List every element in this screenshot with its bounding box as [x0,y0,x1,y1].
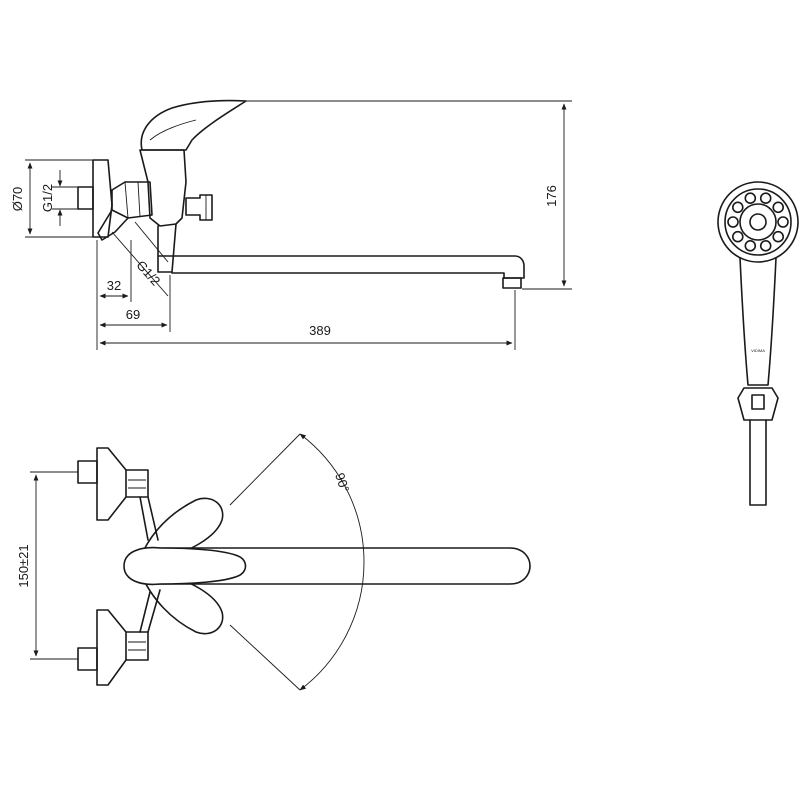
wall-flange-bottom [96,609,127,686]
nozzle [731,230,744,243]
handle-ghost-upper [139,497,224,561]
dim-spout-length-label: 389 [309,323,331,338]
connector-nut [111,181,153,219]
side-view: 176 Ø70 G1/2 G1/2 32 [10,99,572,350]
top-view: 90° 150±21 [16,433,531,691]
dim-centre-distance: 150±21 [16,471,78,660]
dim-diameter-label: Ø70 [10,187,25,212]
spout-side [157,255,525,279]
dim-offset-32-label: 32 [107,278,121,293]
swivel-arc [299,433,365,691]
dim-thread-inlet: G1/2 [40,170,78,226]
handle-lever [140,99,247,151]
dim-spout-length: 389 [99,290,516,350]
dim-angle-label: 90° [332,471,352,494]
inlet-stub [77,186,94,210]
aerator [502,277,522,289]
dim-height: 176 [246,100,572,290]
shower-holder [737,387,779,421]
nozzle [759,192,772,204]
shower-head: VIDIMA [717,181,799,506]
nozzle [744,192,757,204]
dim-height-label: 176 [544,185,559,207]
nozzle [772,201,785,214]
dim-offset-69: 69 [99,275,171,332]
nozzle-ring [727,192,789,252]
nozzle [777,216,789,228]
valve-body [139,149,187,227]
nozzle [744,240,757,252]
spout-top [149,547,531,585]
shower-hose [749,419,767,506]
diverter-knob [185,194,213,221]
brand-text: VIDIMA [751,348,765,353]
dim-centre-distance-label: 150±21 [16,544,31,587]
dim-diameter: Ø70 [10,159,93,238]
dim-offset-32: 32 [96,240,132,350]
nozzle [759,240,772,252]
wall-flange-side [92,159,113,238]
handle-top [123,546,247,586]
wall-flange-top [96,447,127,521]
handle-ghost-lower [139,571,224,635]
nozzle [731,201,744,214]
shower-handle [739,257,777,386]
dim-offset-69-label: 69 [126,307,140,322]
nozzle [772,230,785,243]
nozzle [727,216,739,228]
dim-thread-inlet-label: G1/2 [40,184,55,212]
